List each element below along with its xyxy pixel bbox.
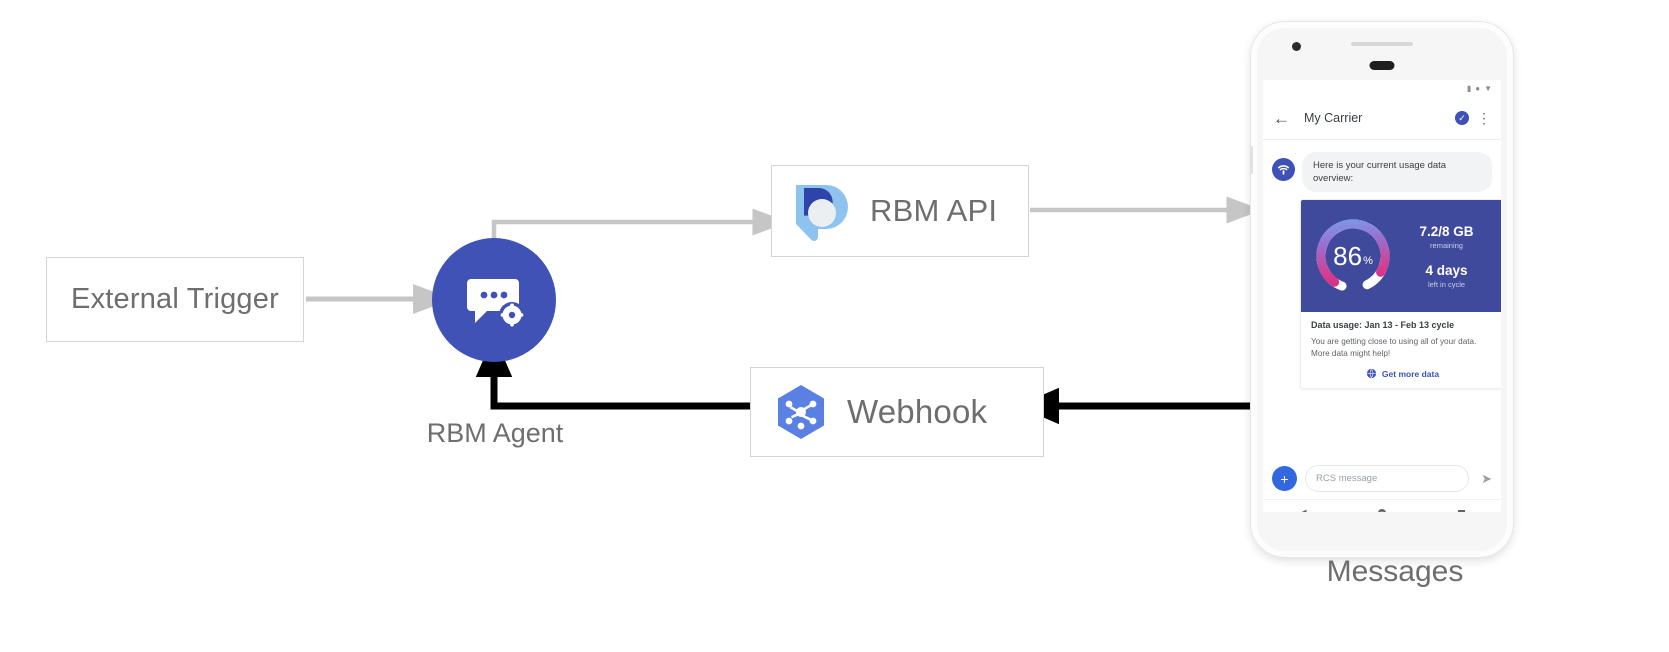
card-title: Data usage: Jan 13 - Feb 13 cycle (1311, 320, 1455, 331)
connector-webhook-to-agent (475, 335, 750, 410)
stat-secondary: remaining (1430, 240, 1463, 250)
app-bar: ← My Carrier ✓ ⋮ (1263, 97, 1501, 140)
add-attachment-button[interactable]: + (1272, 466, 1297, 491)
send-icon[interactable]: ➤ (1481, 470, 1492, 486)
card-hero: 86 % 7.2/8 GB remaining 4 days le (1301, 200, 1501, 313)
gauge-unit: % (1363, 254, 1373, 267)
overflow-menu-icon[interactable]: ⋮ (1477, 110, 1491, 126)
stat-secondary: left in cycle (1427, 279, 1466, 289)
get-more-data-label: Get more data (1381, 368, 1440, 379)
nav-back-icon[interactable]: ◀ (1299, 508, 1307, 513)
android-nav-bar: ◀ (1263, 499, 1501, 512)
node-webhook[interactable]: Webhook (750, 367, 1044, 457)
nav-home-icon[interactable] (1378, 509, 1387, 512)
chat-gear-icon (467, 279, 525, 328)
wifi-dot-icon: ● (1475, 83, 1481, 93)
card-description: You are getting close to using all of yo… (1311, 336, 1477, 358)
signal-icon: ▮ (1466, 83, 1472, 93)
node-rbm-api[interactable]: RBM API (771, 165, 1029, 257)
gauge-value: 86 (1333, 241, 1363, 272)
status-bar: ▮ ● ▼ (1263, 80, 1501, 97)
phone-earpiece (1369, 61, 1395, 70)
stat-data-remaining: 7.2/8 GB remaining (1399, 224, 1494, 250)
back-arrow-icon[interactable]: ← (1273, 108, 1290, 128)
phone-side-button (1250, 146, 1253, 174)
external-trigger-label: External Trigger (71, 283, 279, 315)
hero-stats: 7.2/8 GB remaining 4 days left in cycle (1395, 224, 1494, 289)
stat-days-left: 4 days left in cycle (1399, 263, 1494, 289)
rbm-agent-label: RBM Agent (426, 418, 564, 448)
bot-avatar (1272, 158, 1295, 181)
nav-recents-icon[interactable] (1458, 509, 1466, 512)
app-bar-title: My Carrier (1304, 111, 1363, 125)
message-composer: + RCS message ➤ (1263, 458, 1501, 499)
connector-agent-to-api (491, 208, 789, 240)
usage-gauge: 86 % (1311, 214, 1395, 298)
stat-primary: 4 days (1425, 262, 1468, 278)
rcs-message-input[interactable]: RCS message (1305, 465, 1470, 492)
wifi-signal-avatar-icon (1277, 165, 1290, 175)
get-more-data-button[interactable]: Get more data (1311, 368, 1494, 382)
bot-message-row: Here is your current usage data overview… (1272, 152, 1492, 193)
phone-front-camera-icon (1292, 42, 1301, 51)
phone-device: ▮ ● ▼ ← My Carrier ✓ ⋮ (1250, 22, 1513, 557)
card-body: Data usage: Jan 13 - Feb 13 cycle You ar… (1301, 312, 1501, 388)
globe-icon (1366, 369, 1377, 379)
webhook-hexagon-icon (778, 385, 824, 439)
stat-primary: 7.2/8 GB (1419, 223, 1474, 239)
battery-icon: ▼ (1484, 83, 1492, 93)
messages-caption: Messages (1326, 555, 1464, 588)
bot-message-bubble: Here is your current usage data overview… (1302, 152, 1492, 193)
node-external-trigger[interactable]: External Trigger (46, 257, 304, 342)
gauge-readout: 86 % (1311, 214, 1395, 298)
phone-top-speaker (1351, 42, 1413, 46)
gauge-arc (1316, 219, 1390, 293)
webhook-label: Webhook (847, 393, 988, 430)
rbm-droplet-icon (796, 185, 848, 241)
rich-card[interactable]: 86 % 7.2/8 GB remaining 4 days le (1300, 199, 1501, 390)
node-rbm-agent[interactable] (432, 238, 556, 362)
conversation-area: Here is your current usage data overview… (1263, 140, 1501, 458)
rbm-api-label: RBM API (870, 193, 998, 228)
phone-screen: ▮ ● ▼ ← My Carrier ✓ ⋮ (1263, 80, 1501, 512)
verified-badge-icon: ✓ (1455, 111, 1469, 125)
